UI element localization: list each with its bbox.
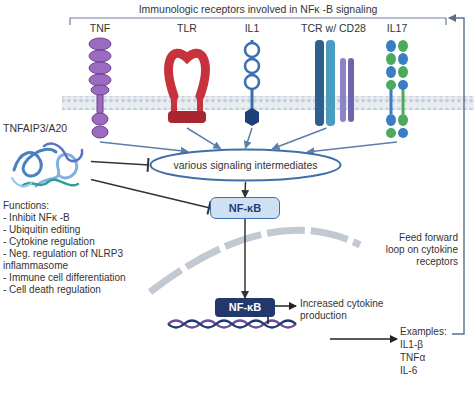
loop-note: Feed forward loop on cytokine receptors xyxy=(378,232,458,268)
output-note: Increased cytokine production xyxy=(300,298,390,322)
node-text: NF-κB xyxy=(229,202,261,215)
connector xyxy=(273,128,327,149)
node-text: various signaling intermediates xyxy=(173,159,317,172)
dna-helix xyxy=(168,321,296,328)
connector xyxy=(91,180,210,208)
connector xyxy=(246,128,253,148)
examples-heading: Examples: xyxy=(400,326,452,338)
connector xyxy=(91,162,149,165)
signaling-ellipse: various signaling intermediates xyxy=(149,148,342,182)
receptor-label: TCR w/ CD28 xyxy=(301,22,366,35)
connector xyxy=(244,182,246,197)
il1-receptor xyxy=(245,40,259,126)
receptor-label: TNF xyxy=(90,22,110,35)
tnf-receptor xyxy=(89,38,111,138)
functions-list: Functions:- Inhibit NFκ -B- Ubiquitin ed… xyxy=(3,200,137,296)
cytokine-name: TNFα xyxy=(400,352,452,364)
function-item: - Cell death regulation xyxy=(3,284,137,296)
connector xyxy=(100,142,188,151)
node-text: NF-κB xyxy=(229,301,261,314)
protein-label: TNFAIP3/A20 xyxy=(3,122,67,135)
tlr-receptor xyxy=(168,53,206,123)
connector xyxy=(244,219,246,298)
function-item: - Ubiquitin editing xyxy=(3,224,137,236)
receptor: IL17 xyxy=(377,22,417,142)
tcr-cd28-receptor xyxy=(315,40,354,126)
cytokine-name: IL-6 xyxy=(400,365,452,377)
il17-receptor xyxy=(386,40,408,138)
functions-heading: Functions: xyxy=(3,200,137,212)
ellipse-shape xyxy=(151,150,341,181)
feed-forward-arrow xyxy=(449,18,464,334)
nfkb-dna-box: NF-κB xyxy=(215,298,275,317)
receptor: IL1 xyxy=(232,22,272,128)
function-item: - Immune cell differentiation xyxy=(3,272,137,284)
receptor-label: IL17 xyxy=(387,22,407,35)
connector xyxy=(187,128,220,149)
connector xyxy=(307,142,397,152)
receptor: TCR w/ CD28 xyxy=(299,22,368,128)
cytokine-name: IL1-β xyxy=(400,339,452,351)
cell-membrane xyxy=(62,96,474,110)
cytokine-arrow xyxy=(330,338,397,339)
nfkb-box: NF-κB xyxy=(210,197,280,219)
receptor-label: IL1 xyxy=(245,22,260,35)
receptor-label: TLR xyxy=(177,22,197,35)
function-item: - Cytokine regulation xyxy=(3,236,137,248)
a20-protein-node: TNFAIP3/A20 xyxy=(3,122,91,194)
function-item: - Neg. regulation of NLRP3 inflammasome xyxy=(3,248,137,272)
receptor: TNF xyxy=(78,22,122,142)
a20-protein xyxy=(12,144,82,187)
receptor: TLR xyxy=(165,22,209,128)
nuclear-envelope xyxy=(150,230,360,292)
diagram-title: Immunologic receptors involved in NFκ -B… xyxy=(70,3,446,15)
function-item: - Inhibit NFκ -B xyxy=(3,212,137,224)
